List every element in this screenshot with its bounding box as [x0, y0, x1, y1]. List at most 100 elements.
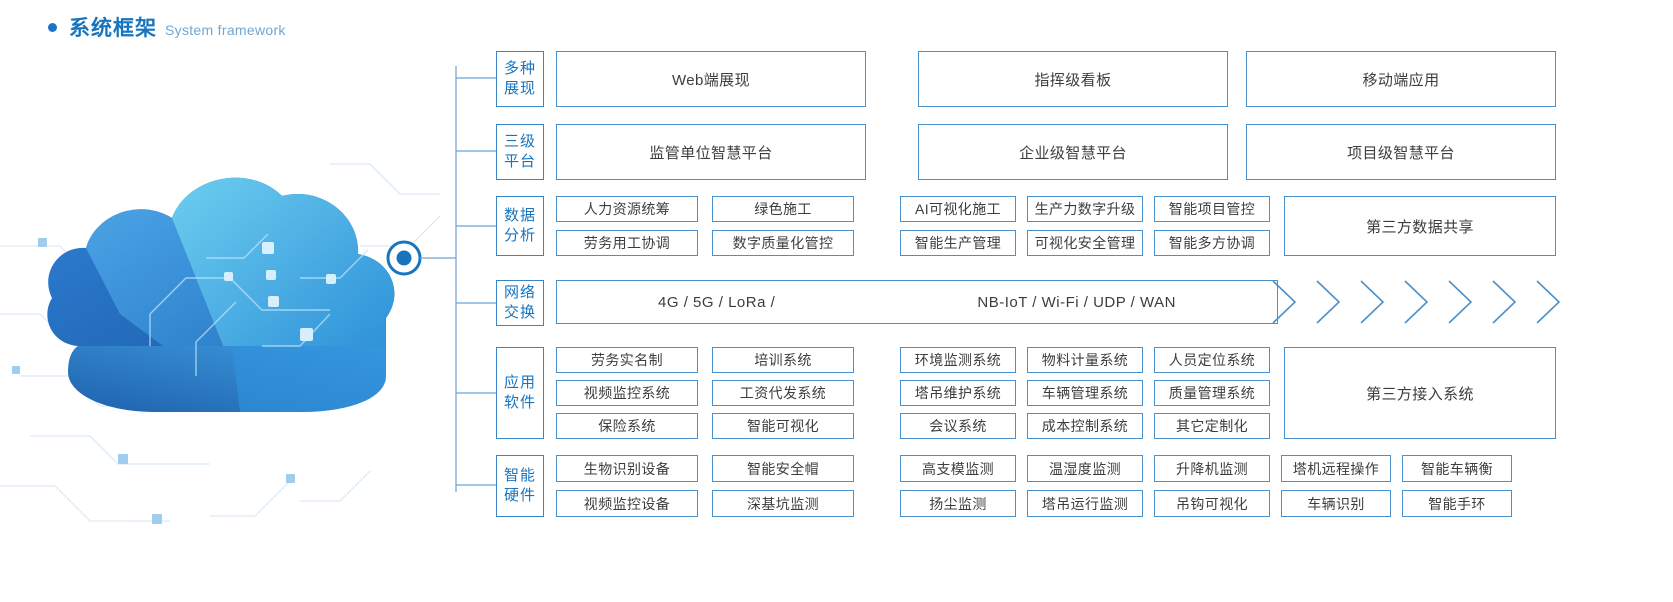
row-label-line-2: 平台	[503, 153, 536, 170]
cell-deep-foundation-monitoring[interactable]: 深基坑监测	[712, 490, 854, 517]
row-smart-hardware: 智能 硬件 生物识别设备 智能安全帽 视频监控设备 深基坑监测 高支模监测 温湿…	[496, 455, 1666, 517]
cell-crane-maintenance-system[interactable]: 塔吊维护系统	[900, 380, 1016, 406]
cell-smart-project-control[interactable]: 智能项目管控	[1154, 196, 1270, 222]
row-application-cells: 劳务实名制 培训系统 视频监控系统 工资代发系统 保险系统 智能可视化 环境监测…	[556, 347, 1556, 439]
cell-enterprise-platform[interactable]: 企业级智慧平台	[918, 124, 1228, 180]
cell-dust-monitoring[interactable]: 扬尘监测	[900, 490, 1016, 517]
row-application-software: 应用 软件 劳务实名制 培训系统 视频监控系统 工资代发系统 保险系统 智能可视…	[496, 347, 1556, 439]
cell-third-party-data-sharing[interactable]: 第三方数据共享	[1284, 196, 1556, 256]
row-label-line-2: 展现	[503, 80, 536, 97]
cell-green-construction[interactable]: 绿色施工	[712, 196, 854, 222]
chevron-right-icon	[1536, 280, 1561, 324]
row-label-application-software: 应用 软件	[496, 347, 544, 439]
cell-tower-crane-remote-operation[interactable]: 塔机远程操作	[1281, 455, 1391, 482]
cell-training-system[interactable]: 培训系统	[712, 347, 854, 373]
row-label-line-1: 智能	[503, 467, 536, 484]
cell-third-party-access-system[interactable]: 第三方接入系统	[1284, 347, 1556, 439]
cell-high-formwork-monitoring[interactable]: 高支模监测	[900, 455, 1016, 482]
cell-video-surveillance-system[interactable]: 视频监控系统	[556, 380, 698, 406]
spacer	[854, 196, 900, 256]
row-label-network-exchange: 网络 交换	[496, 280, 544, 326]
cell-hoist-monitoring[interactable]: 升降机监测	[1154, 455, 1270, 482]
row-presentation: 多种 展现 Web端展现 指挥级看板 移动端应用	[496, 51, 1556, 107]
cell-vehicle-management-system[interactable]: 车辆管理系统	[1027, 380, 1143, 406]
network-protocol-right: NB-IoT / Wi-Fi / UDP / WAN	[977, 293, 1176, 311]
cell-visual-safety-management[interactable]: 可视化安全管理	[1027, 229, 1143, 256]
cell-labor-realname[interactable]: 劳务实名制	[556, 347, 698, 373]
row-label-line-1: 三级	[503, 133, 536, 150]
cell-meeting-system[interactable]: 会议系统	[900, 413, 1016, 439]
cell-insurance-system[interactable]: 保险系统	[556, 413, 698, 439]
cell-command-dashboard[interactable]: 指挥级看板	[918, 51, 1228, 107]
row-hardware-cells: 生物识别设备 智能安全帽 视频监控设备 深基坑监测 高支模监测 温湿度监测 升降…	[556, 455, 1666, 517]
chevron-right-icon	[1272, 280, 1297, 324]
network-protocols-box[interactable]: 4G / 5G / LoRa / NB-IoT / Wi-Fi / UDP / …	[556, 280, 1278, 324]
cell-mobile-app[interactable]: 移动端应用	[1246, 51, 1556, 107]
row-label-line-1: 数据	[503, 207, 536, 224]
group-middle: AI可视化施工 生产力数字升级 智能项目管控 智能生产管理 可视化安全管理 智能…	[900, 196, 1270, 256]
cell-ai-visual-construction[interactable]: AI可视化施工	[900, 196, 1016, 222]
row-platform-cells: 监管单位智慧平台 企业级智慧平台 项目级智慧平台	[556, 124, 1556, 180]
cell-web-display[interactable]: Web端展现	[556, 51, 866, 107]
row-network-exchange: 网络 交换 4G / 5G / LoRa / NB-IoT / Wi-Fi / …	[496, 280, 1561, 326]
cell-smart-multiparty-coordination[interactable]: 智能多方协调	[1154, 229, 1270, 256]
network-banner: 4G / 5G / LoRa / NB-IoT / Wi-Fi / UDP / …	[556, 280, 1561, 324]
chevron-right-icon	[1448, 280, 1473, 324]
cell-smart-helmet[interactable]: 智能安全帽	[712, 455, 854, 482]
cell-crane-operation-monitoring[interactable]: 塔吊运行监测	[1027, 490, 1143, 517]
group-middle: 高支模监测 温湿度监测 升降机监测 扬尘监测 塔吊运行监测 吊钩可视化	[900, 455, 1270, 517]
row-presentation-cells: Web端展现 指挥级看板 移动端应用	[556, 51, 1556, 107]
chevron-right-icon	[1492, 280, 1517, 324]
cell-digital-quality-control[interactable]: 数字质量化管控	[712, 229, 854, 256]
group-right: 塔机远程操作 智能车辆衡 车辆识别 智能手环	[1281, 455, 1512, 517]
group-right: 第三方接入系统	[1284, 347, 1556, 439]
cell-smart-weighbridge[interactable]: 智能车辆衡	[1402, 455, 1512, 482]
cell-temperature-humidity-monitoring[interactable]: 温湿度监测	[1027, 455, 1143, 482]
row-network-cells: 4G / 5G / LoRa / NB-IoT / Wi-Fi / UDP / …	[556, 280, 1561, 326]
cell-video-surveillance-device[interactable]: 视频监控设备	[556, 490, 698, 517]
page-title: 系统框架 System framework	[48, 12, 286, 42]
row-label-platform: 三级 平台	[496, 124, 544, 180]
spacer	[884, 124, 900, 180]
chevron-right-icon	[1316, 280, 1341, 324]
spacer	[854, 347, 900, 439]
row-data-analysis: 数据 分析 人力资源统筹 绿色施工 劳务用工协调 数字质量化管控 AI可视化施工…	[496, 196, 1556, 256]
group-left: 生物识别设备 智能安全帽 视频监控设备 深基坑监测	[556, 455, 854, 517]
spacer	[854, 455, 900, 517]
row-label-presentation: 多种 展现	[496, 51, 544, 107]
cell-personnel-positioning-system[interactable]: 人员定位系统	[1154, 347, 1270, 373]
cell-biometric-device[interactable]: 生物识别设备	[556, 455, 698, 482]
cell-productivity-digital-upgrade[interactable]: 生产力数字升级	[1027, 196, 1143, 222]
cell-labor-coordination[interactable]: 劳务用工协调	[556, 229, 698, 256]
spacer	[884, 51, 900, 107]
row-label-line-2: 软件	[503, 394, 536, 411]
row-label-line-1: 应用	[503, 374, 536, 391]
row-label-line-1: 多种	[503, 60, 536, 77]
cell-environment-monitoring-system[interactable]: 环境监测系统	[900, 347, 1016, 373]
cell-smart-production-management[interactable]: 智能生产管理	[900, 229, 1016, 256]
cell-vehicle-recognition[interactable]: 车辆识别	[1281, 490, 1391, 517]
cell-payroll-system[interactable]: 工资代发系统	[712, 380, 854, 406]
row-label-smart-hardware: 智能 硬件	[496, 455, 544, 517]
row-label-data-analysis: 数据 分析	[496, 196, 544, 256]
cell-hr-coordination[interactable]: 人力资源统筹	[556, 196, 698, 222]
group-middle: 环境监测系统 物料计量系统 人员定位系统 塔吊维护系统 车辆管理系统 质量管理系…	[900, 347, 1270, 439]
chevron-right-icon	[1360, 280, 1385, 324]
cell-other-customization[interactable]: 其它定制化	[1154, 413, 1270, 439]
group-left: 人力资源统筹 绿色施工 劳务用工协调 数字质量化管控	[556, 196, 854, 256]
chevron-right-icon	[1404, 280, 1429, 324]
cell-quality-management-system[interactable]: 质量管理系统	[1154, 380, 1270, 406]
cell-supervision-platform[interactable]: 监管单位智慧平台	[556, 124, 866, 180]
cell-material-metering-system[interactable]: 物料计量系统	[1027, 347, 1143, 373]
cell-project-platform[interactable]: 项目级智慧平台	[1246, 124, 1556, 180]
network-protocol-left: 4G / 5G / LoRa /	[658, 293, 776, 311]
row-label-line-2: 交换	[503, 304, 536, 321]
cell-cost-control-system[interactable]: 成本控制系统	[1027, 413, 1143, 439]
cloud-illustration	[0, 46, 470, 586]
cell-hook-visualization[interactable]: 吊钩可视化	[1154, 490, 1270, 517]
cell-smart-visualization[interactable]: 智能可视化	[712, 413, 854, 439]
row-label-line-2: 分析	[503, 227, 536, 244]
group-left: 劳务实名制 培训系统 视频监控系统 工资代发系统 保险系统 智能可视化	[556, 347, 854, 439]
cell-smart-bracelet[interactable]: 智能手环	[1402, 490, 1512, 517]
